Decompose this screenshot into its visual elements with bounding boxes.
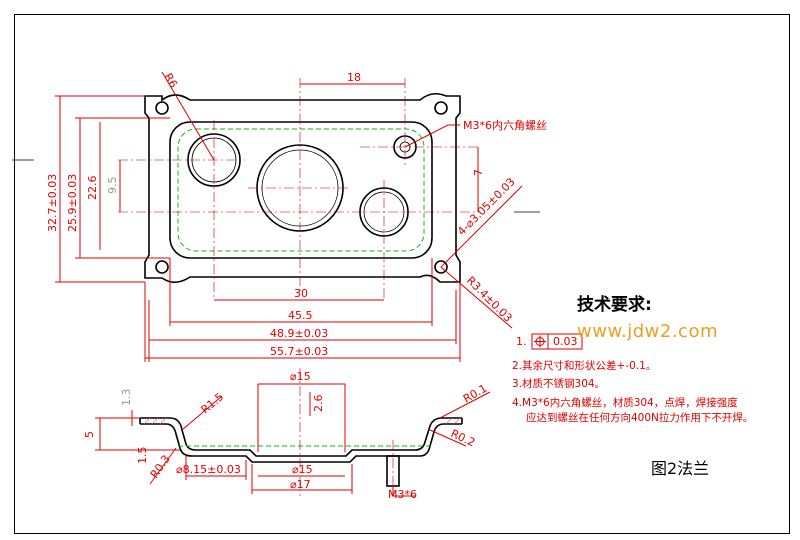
dim-1-3: 1.3 bbox=[120, 389, 133, 407]
leader-m3-thread bbox=[404, 124, 449, 148]
corner-hole-bl bbox=[155, 260, 169, 274]
flange-section-view bbox=[139, 368, 463, 496]
dim-m3-thread: M3*6内六角螺丝 bbox=[463, 118, 547, 132]
dim-r0-2: R0.2 bbox=[449, 427, 477, 449]
corner-hole-br bbox=[434, 260, 448, 274]
dim-4holes: 4-⌀3.05±0.03 bbox=[455, 175, 518, 238]
drawing-frame bbox=[14, 14, 790, 534]
tech-req-4-line1: 4.M3*6内六角螺丝，材质304，点焊，焊接强度 bbox=[512, 397, 738, 409]
dim-1-5: 1.5 bbox=[136, 447, 149, 465]
leader-r0-3 bbox=[149, 447, 177, 485]
dim-2-6: 2.6 bbox=[312, 395, 325, 413]
dim-phi8-15: ⌀8.15±0.03 bbox=[176, 463, 241, 476]
dim-30: 30 bbox=[294, 287, 308, 300]
dim-phi15-top: ⌀15 bbox=[290, 370, 311, 383]
leader-4holes bbox=[440, 185, 523, 268]
leader-r0-1 bbox=[439, 391, 491, 419]
dim-phi17: ⌀17 bbox=[290, 478, 311, 491]
dim-5: 5 bbox=[83, 431, 96, 438]
dim-r0-1: R0.1 bbox=[461, 382, 489, 406]
dim-48-9: 48.9±0.03 bbox=[270, 327, 328, 340]
dim-phi15-bot: ⌀15 bbox=[292, 463, 313, 476]
leader-r0-2 bbox=[429, 429, 467, 447]
tech-req-3: 3.材质不锈钢304。 bbox=[512, 378, 606, 390]
section-profile-outer bbox=[140, 417, 462, 457]
leader-r6 bbox=[161, 71, 215, 161]
dim-9-5: 9.5 bbox=[106, 177, 119, 195]
position-tolerance-frame: 1. 0.03 bbox=[516, 333, 583, 350]
leader-r34 bbox=[440, 266, 513, 329]
dim-25-9: 25.9±0.03 bbox=[66, 174, 79, 232]
port-small-right-inner bbox=[363, 191, 405, 233]
dim-22-6: 22.6 bbox=[86, 176, 99, 201]
section-hatching bbox=[143, 417, 461, 425]
tech-req-2: 2.其余尺寸和形状公差+-0.1。 bbox=[512, 360, 657, 372]
dim-32-7: 32.7±0.03 bbox=[46, 174, 59, 232]
dim-18: 18 bbox=[347, 71, 361, 84]
tech-requirements-title: 技术要求: bbox=[577, 295, 652, 315]
section-profile-inner bbox=[140, 423, 462, 463]
tech-req-4-line2: 应达到螺丝在任何方向400N拉力作用下不开焊。 bbox=[526, 412, 754, 424]
section-view-dimensions: ⌀15 2.6 1.3 R1.5 R0.1 5 1.5 R0.3 R0.2 ⌀8… bbox=[83, 370, 491, 501]
dim-r34: R3.4±0.03 bbox=[464, 274, 515, 325]
tech-req-1-prefix: 1. bbox=[516, 335, 527, 348]
corner-hole-tl bbox=[155, 101, 169, 115]
corner-hole-tr bbox=[434, 101, 448, 115]
tol-frame-box bbox=[531, 333, 583, 350]
figure-caption: 图2法兰 bbox=[651, 459, 710, 478]
flange-top-view bbox=[118, 78, 480, 300]
dim-55-7: 55.7±0.03 bbox=[270, 345, 328, 358]
dim-45-5: 45.5 bbox=[288, 309, 313, 322]
dim-7: 7 bbox=[472, 169, 485, 176]
boss-hidden-edge bbox=[177, 128, 425, 252]
raised-boss-outline bbox=[169, 121, 433, 259]
dim-r1-5: R1.5 bbox=[199, 390, 227, 416]
dim-m3-stud: M3*6 bbox=[388, 488, 417, 501]
watermark-url: www.jdw2.com bbox=[577, 321, 718, 342]
top-view-dimensions: 18 R6 M3*6内六角螺丝 7 4-⌀3.05±0.03 R3.4±0.03… bbox=[46, 71, 547, 362]
leader-r1-5 bbox=[181, 395, 223, 431]
dim-r6: R6 bbox=[161, 71, 180, 90]
tech-req-1-tolerance: 0.03 bbox=[553, 335, 578, 348]
